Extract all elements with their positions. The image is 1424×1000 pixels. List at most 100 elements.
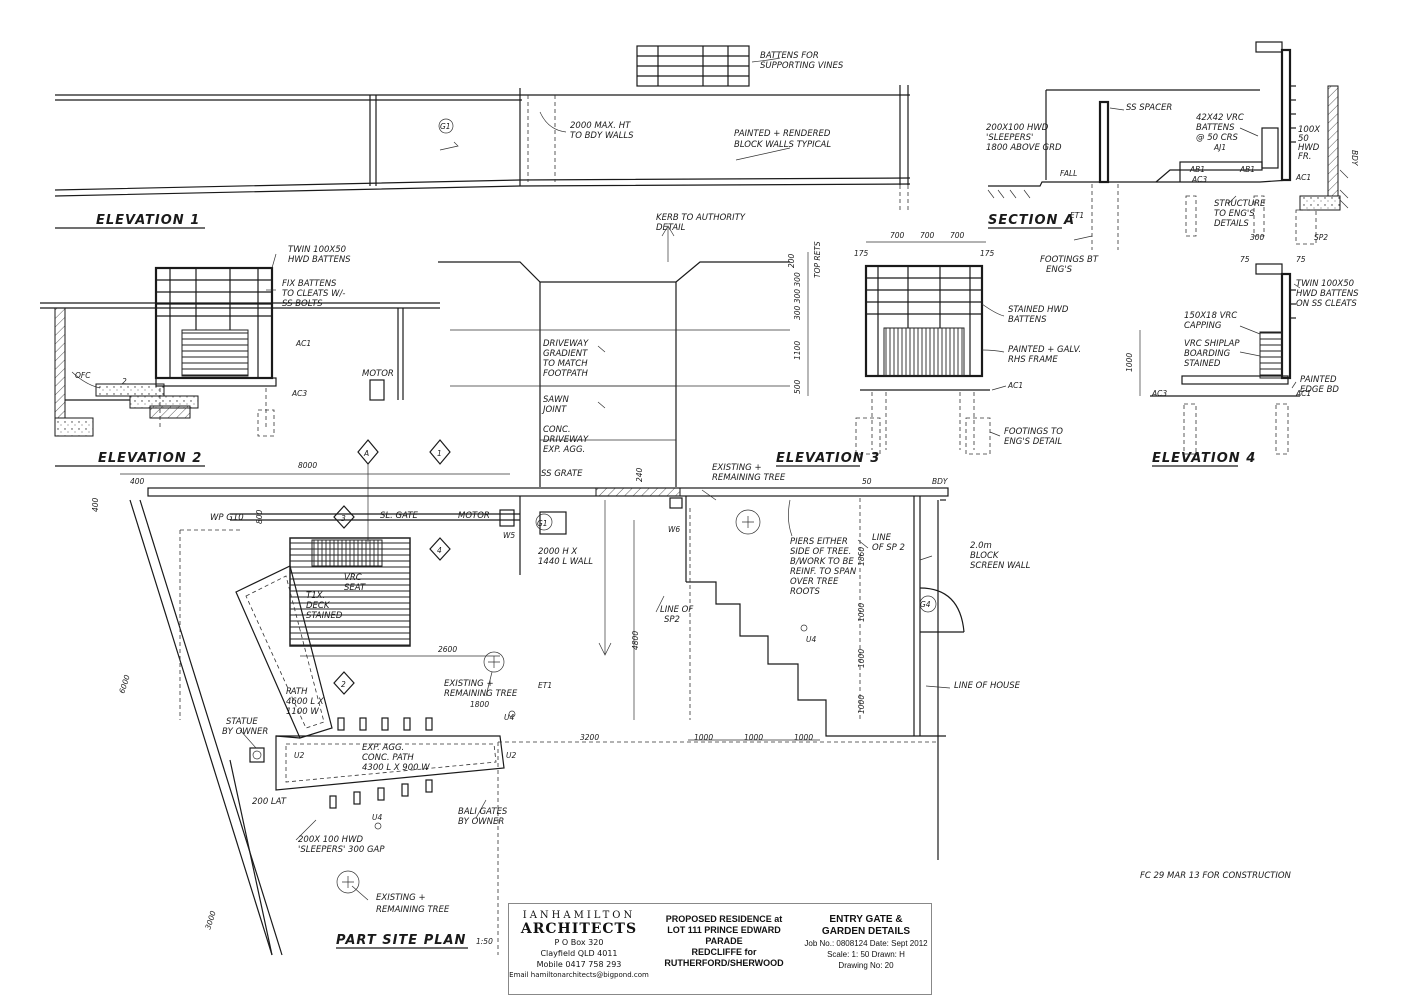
title-elevation-4: ELEVATION 4: [1152, 451, 1256, 466]
note-existing-tree-3a: EXISTING +: [376, 893, 426, 903]
note-deck-2: DECK: [306, 601, 331, 611]
note-twin-battens-1: TWIN 100X50: [288, 245, 346, 255]
note-capping-1: 150X18 VRC: [1184, 311, 1237, 321]
dim-300: 300: [1250, 233, 1265, 242]
dim-500: 500: [793, 379, 802, 394]
sheet-details: ENTRY GATE & GARDEN DETAILS Job No.: 080…: [799, 904, 933, 994]
note-kerb-1: KERB TO AUTHORITY: [656, 213, 746, 223]
note-conc-3: EXP. AGG.: [543, 445, 585, 455]
title-block: IANHAMILTON ARCHITECTS P O Box 320 Clayf…: [508, 903, 932, 995]
note-exp-agg-1: EXP. AGG.: [362, 743, 404, 753]
marker-elev-1: 1: [437, 449, 442, 458]
note-fall: FALL: [1060, 169, 1077, 178]
project-line2: LOT 111 PRINCE EDWARD PARADE: [667, 925, 781, 946]
note-shiplap-3: STAINED: [1184, 359, 1221, 369]
note-battens-vines-1: BATTENS FOR: [760, 51, 819, 61]
tag-et1b: ET1: [538, 681, 552, 690]
note-structure-3: DETAILS: [1214, 219, 1249, 229]
note-existing-tree-2b: REMAINING TREE: [444, 689, 518, 699]
dim-700b: 700: [920, 231, 935, 240]
dim-700a: 700: [890, 231, 905, 240]
note-path-1: PATH: [286, 687, 308, 697]
note-driveway-3: TO MATCH: [543, 359, 588, 369]
note-fix-battens-1: FIX BATTENS: [282, 279, 337, 289]
dim-75a: 75: [1240, 255, 1250, 264]
dim-1800: 1800: [470, 700, 489, 709]
note-screen-wall-1: 2.0m: [970, 541, 992, 551]
note-driveway-4: FOOTPATH: [543, 369, 589, 379]
note-stained-hwd-1: STAINED HWD: [1008, 305, 1069, 315]
note-bali-1: BALI GATES: [458, 807, 508, 817]
note-footings-1: FOOTINGS TO: [1004, 427, 1063, 437]
dim-175b: 175: [980, 249, 995, 258]
note-sleepers-2: 'SLEEPERS': [986, 133, 1033, 143]
dim-top-ret: TOP RETS: [813, 241, 822, 278]
note-structure-1: STRUCTURE: [1214, 199, 1266, 209]
note-twin-cleats-3: ON SS CLEATS: [1296, 299, 1357, 309]
note-wall-2000-1: 2000 H X: [538, 547, 577, 557]
firm-details: IANHAMILTON ARCHITECTS P O Box 320 Clayf…: [509, 904, 649, 994]
note-ofc: OFC: [75, 371, 91, 380]
note-statue-1: STATUE: [226, 717, 258, 727]
construction-note: FC 29 MAR 13 FOR CONSTRUCTION: [1140, 871, 1292, 881]
note-line-sp2-b1: LINE OF: [660, 605, 693, 615]
note-piers-4: REINF. TO SPAN: [790, 567, 857, 577]
tag-u2: U2: [294, 751, 304, 760]
dim-1000b: 1000: [744, 733, 763, 742]
firm-name-line1: IANHAMILTON: [522, 910, 636, 921]
note-vrc-seat-2: SEAT: [344, 583, 366, 593]
note-capping-2: CAPPING: [1184, 321, 1222, 331]
title-elevation-1: ELEVATION 1: [96, 213, 200, 228]
title-section-a: SECTION A: [988, 213, 1075, 228]
dim-400b: 400: [91, 497, 100, 512]
note-painted-frame-2: RHS FRAME: [1008, 355, 1058, 365]
note-driveway-2: GRADIENT: [543, 349, 588, 359]
note-fix-battens-3: SS BOLTS: [282, 299, 323, 309]
note-post-1: 100X: [1298, 125, 1320, 135]
tag-ac1b: AC1: [1007, 381, 1023, 390]
note-line-sp2-b2: SP2: [664, 615, 680, 625]
tag-g4: G4: [920, 600, 931, 609]
note-piers-5: OVER TREE: [790, 577, 839, 587]
dim-1000a: 1000: [694, 733, 713, 742]
project-line1: PROPOSED RESIDENCE at: [665, 914, 783, 924]
tag-g1b: G1: [537, 519, 548, 528]
note-shiplap-1: VRC SHIPLAP: [1184, 339, 1240, 349]
project-line4: RUTHERFORD/SHERWOOD: [664, 958, 784, 968]
marker-elev-a: A: [363, 449, 369, 458]
dim-spacing: 300 300 300: [793, 272, 802, 320]
note-battens-vines-2: SUPPORTING VINES: [760, 61, 844, 71]
note-sleepers-3: 1800 ABOVE GRD: [986, 143, 1062, 153]
dim-2600: 2600: [438, 645, 457, 654]
tag-u4c: U4: [372, 813, 382, 822]
dim-1000-e4: 1000: [1125, 353, 1134, 372]
tag-ac1c: AC1: [1295, 173, 1311, 182]
note-post-3: HWD: [1298, 143, 1320, 153]
note-conc-2: DRIVEWAY: [543, 435, 589, 445]
dim-240: 240: [635, 467, 644, 482]
tag-u2b: U2: [506, 751, 516, 760]
tag-g1: G1: [440, 122, 451, 131]
firm-name-line2: ARCHITECTS: [520, 921, 638, 937]
part-site-plan: 8000 400 400 BDY 50 240 6000 3000 A 1 3 …: [91, 439, 1031, 956]
note-shiplap-2: BOARDING: [1184, 349, 1231, 359]
title-elevation-3: ELEVATION 3: [776, 451, 880, 466]
note-path-2: 4600 L X: [286, 697, 324, 707]
note-screen-wall-2: BLOCK: [970, 551, 1000, 561]
note-line-sp2-2: OF SP 2: [872, 543, 905, 553]
tag-ac1: AC1: [295, 339, 311, 348]
note-stained-hwd-2: BATTENS: [1008, 315, 1047, 325]
note-path-3: 1100 W: [286, 707, 319, 717]
drawing-number: Drawing No: 20: [838, 961, 894, 970]
tag-ac3: AC3: [291, 389, 307, 398]
note-vrc-seat-1: VRC: [344, 573, 362, 583]
dim-400a: 400: [130, 477, 145, 486]
note-twin-cleats-1: TWIN 100X50: [1296, 279, 1354, 289]
dim-6000: 6000: [117, 673, 132, 694]
note-sleepers-gap-1: 200X 100 HWD: [298, 835, 363, 845]
tag-w6: W6: [668, 525, 680, 534]
drawing-scale: Scale: 1: 50 Drawn: H: [827, 950, 905, 959]
note-bdy-section: BDY: [1350, 150, 1359, 167]
firm-mobile: Mobile 0417 758 293: [536, 960, 622, 969]
